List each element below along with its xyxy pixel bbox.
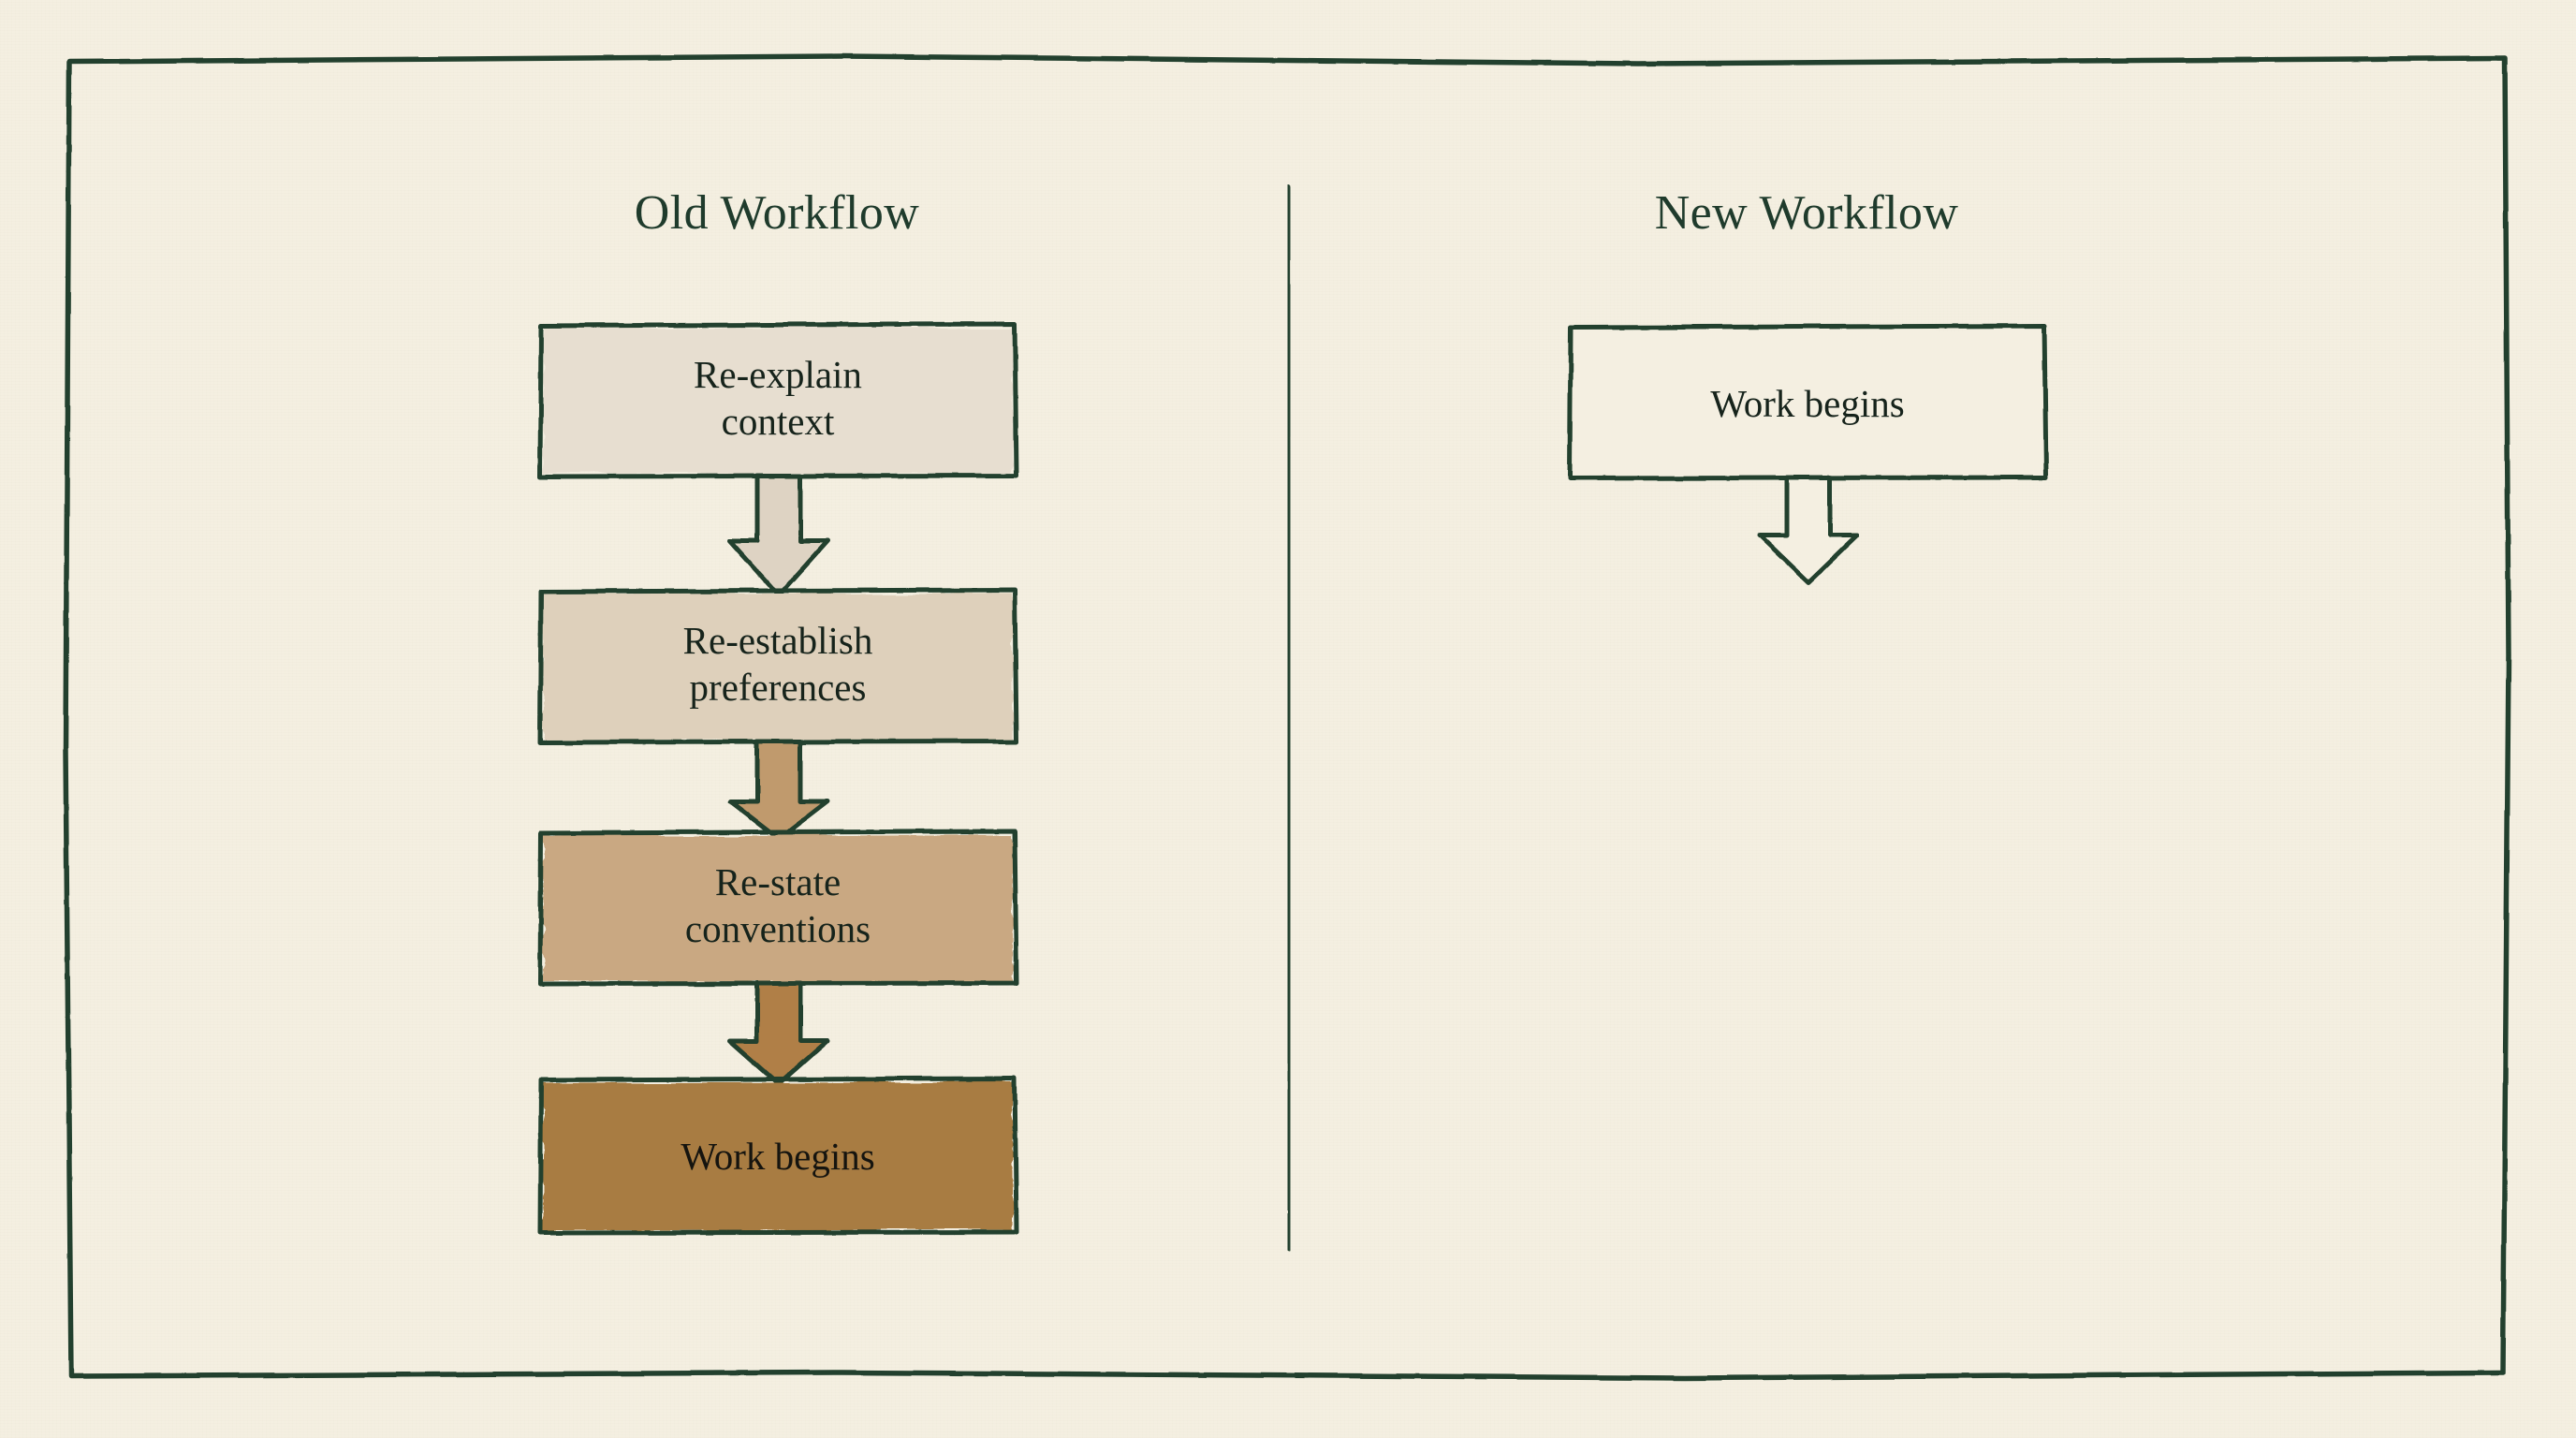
old-step-label-1: Re-explain context <box>694 353 862 444</box>
old-arrow-1 <box>727 473 830 598</box>
panel-title-new: New Workflow <box>1654 186 1959 240</box>
old-step-box-4[interactable] <box>537 1076 1019 1236</box>
old-arrow-3 <box>727 980 830 1087</box>
new-step-label-1: Work begins <box>1710 382 1905 425</box>
old-step-box-2[interactable] <box>537 587 1019 745</box>
old-step-label-2: Re-establish preferences <box>682 619 873 710</box>
new-step-box-1[interactable] <box>1567 323 2049 481</box>
hand-drawn-border <box>63 53 2511 1381</box>
old-step-label-3: Re-state conventions <box>684 860 871 951</box>
old-step-box-3[interactable] <box>537 829 1019 987</box>
vertical-divider <box>1285 184 1293 1252</box>
panel-title-old: Old Workflow <box>634 186 920 240</box>
old-step-box-1[interactable] <box>537 321 1019 479</box>
old-step-label-4: Work begins <box>681 1135 875 1178</box>
old-arrow-2 <box>727 739 830 842</box>
new-arrow-1 <box>1757 475 1860 585</box>
